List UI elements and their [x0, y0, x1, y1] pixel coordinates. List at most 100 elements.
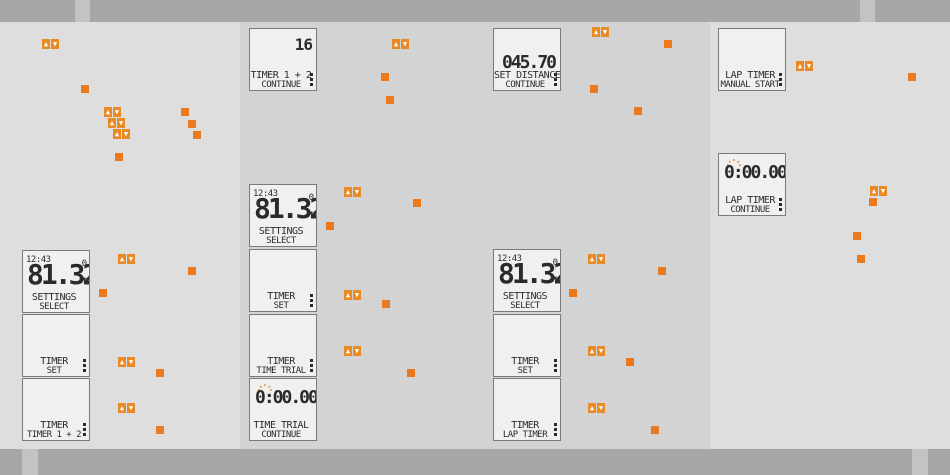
- lcd-value: 045.70: [502, 52, 557, 73]
- lcd-superscript: 0: [552, 258, 558, 268]
- lcd-timer-number: 16 TIMER 1 + 2 CONTINUE: [249, 28, 317, 91]
- up-down-arrows-icon: ▲▼: [104, 107, 121, 117]
- lcd-line2: LAP TIMER: [502, 430, 548, 440]
- page-column-1: [0, 22, 240, 449]
- lcd-value: 81.32: [27, 258, 90, 291]
- lcd-clock: 12:43: [497, 254, 522, 264]
- button-square-icon: [664, 40, 672, 48]
- lcd-line2: SELECT: [510, 301, 540, 311]
- lcd-settings-select: 12:43 81.32 0 ▼ SETTINGS SELECT: [22, 250, 90, 313]
- button-square-icon: [326, 222, 334, 230]
- button-square-icon: [115, 153, 123, 161]
- button-square-icon: [413, 199, 421, 207]
- lcd-scroll-dots-icon: [310, 73, 313, 86]
- button-square-icon: [869, 198, 877, 206]
- lcd-line1: TIMER: [511, 356, 539, 367]
- lcd-timer-set-2: TIMER SET: [249, 249, 317, 312]
- lcd-superscript: 0: [308, 193, 314, 203]
- lcd-line2: CONTINUE: [261, 80, 301, 90]
- lcd-settings-select-3: 12:43 81.32 0 ▼ SETTINGS SELECT: [493, 249, 561, 312]
- button-square-icon: [188, 267, 196, 275]
- up-down-arrows-icon: ▲▼: [42, 39, 59, 49]
- up-down-arrows-icon: ▲▼: [344, 187, 361, 197]
- lcd-value: 16: [294, 35, 313, 54]
- up-down-arrows-icon: ▲▼: [118, 357, 135, 367]
- up-down-arrows-icon: ▲▼: [392, 39, 409, 49]
- lcd-scroll-dots-icon: [779, 198, 782, 211]
- header-tab-left: [75, 0, 90, 22]
- button-square-icon: [81, 85, 89, 93]
- button-square-icon: [658, 267, 666, 275]
- lcd-line2: TIME TRIAL: [256, 366, 306, 376]
- lcd-value: 81.32: [498, 257, 561, 290]
- lcd-down-triangle-icon: ▼: [553, 275, 557, 282]
- page-column-3: [475, 22, 710, 449]
- up-down-arrows-icon: ▲▼: [344, 290, 361, 300]
- button-square-icon: [386, 96, 394, 104]
- button-square-icon: [382, 300, 390, 308]
- button-square-icon: [188, 120, 196, 128]
- lcd-line2: CONTINUE: [261, 430, 301, 440]
- lcd-clock: 12:43: [253, 189, 278, 199]
- lcd-line2: CONTINUE: [505, 80, 545, 90]
- lcd-line1: TIMER: [267, 356, 295, 367]
- button-square-icon: [181, 108, 189, 116]
- button-square-icon: [407, 369, 415, 377]
- lcd-line1: TIMER: [40, 420, 68, 431]
- header-bar-left: [0, 0, 75, 22]
- page-column-4: [710, 22, 950, 449]
- button-square-icon: [381, 73, 389, 81]
- lcd-timer-time-trial: TIMER TIME TRIAL: [249, 314, 317, 377]
- header-bar-main-left: [90, 0, 475, 22]
- lcd-line1: SETTINGS: [258, 226, 304, 237]
- lcd-clock: 12:43: [26, 255, 51, 265]
- lcd-value: 81.32: [254, 192, 317, 225]
- lcd-scroll-dots-icon: [83, 359, 86, 372]
- button-square-icon: [156, 426, 164, 434]
- footer-bar: [0, 449, 950, 475]
- button-square-icon: [156, 369, 164, 377]
- lcd-line1: TIMER 1 + 2: [250, 70, 312, 81]
- flashing-indicator-icon: [258, 384, 272, 391]
- up-down-arrows-icon: ▲▼: [588, 403, 605, 413]
- lcd-scroll-dots-icon: [310, 294, 313, 307]
- header-bar-main-right: [475, 0, 860, 22]
- footer-tab-right: [912, 449, 928, 475]
- lcd-time-trial-continue: 0:00.00 TIME TRIAL CONTINUE: [249, 378, 317, 441]
- lcd-scroll-dots-icon: [554, 359, 557, 372]
- button-square-icon: [857, 255, 865, 263]
- lcd-line1: LAP TIMER: [725, 70, 775, 81]
- lcd-scroll-dots-icon: [554, 423, 557, 436]
- lcd-line2: CONTINUE: [730, 205, 770, 215]
- button-square-icon: [99, 289, 107, 297]
- up-down-arrows-icon: ▲▼: [108, 118, 125, 128]
- lcd-scroll-dots-icon: [83, 423, 86, 436]
- up-down-arrows-icon: ▲▼: [796, 61, 813, 71]
- lcd-line1: LAP TIMER: [725, 195, 775, 206]
- up-down-arrows-icon: ▲▼: [870, 186, 887, 196]
- lcd-line2: TIMER 1 + 2: [26, 430, 82, 440]
- up-down-arrows-icon: ▲▼: [344, 346, 361, 356]
- up-down-arrows-icon: ▲▼: [592, 27, 609, 37]
- button-square-icon: [569, 289, 577, 297]
- lcd-line1: SETTINGS: [502, 291, 548, 302]
- lcd-line2: SET: [273, 301, 289, 311]
- lcd-line1: TIMER: [40, 356, 68, 367]
- lcd-scroll-dots-icon: [779, 73, 782, 86]
- lcd-line1: TIME TRIAL: [253, 420, 309, 431]
- lcd-settings-select-2: 12:43 81.32 0 ▼ SETTINGS SELECT: [249, 184, 317, 247]
- lcd-line2: MANUAL START: [720, 80, 780, 90]
- lcd-lap-timer-manual-start: LAP TIMER MANUAL START: [718, 28, 786, 91]
- lcd-down-triangle-icon: ▼: [309, 210, 313, 217]
- lcd-line1: SETTINGS: [31, 292, 77, 303]
- button-square-icon: [626, 358, 634, 366]
- lcd-superscript: 0: [81, 259, 87, 269]
- button-square-icon: [193, 131, 201, 139]
- header-tab-right: [860, 0, 875, 22]
- button-square-icon: [590, 85, 598, 93]
- lcd-line1: SET DISTANCE: [494, 70, 561, 81]
- lcd-set-distance: 045.70 SET DISTANCE CONTINUE: [493, 28, 561, 91]
- lcd-down-triangle-icon: ▼: [82, 276, 86, 283]
- lcd-timer-1plus2: TIMER TIMER 1 + 2: [22, 378, 90, 441]
- lcd-timer-lap-timer: TIMER LAP TIMER: [493, 378, 561, 441]
